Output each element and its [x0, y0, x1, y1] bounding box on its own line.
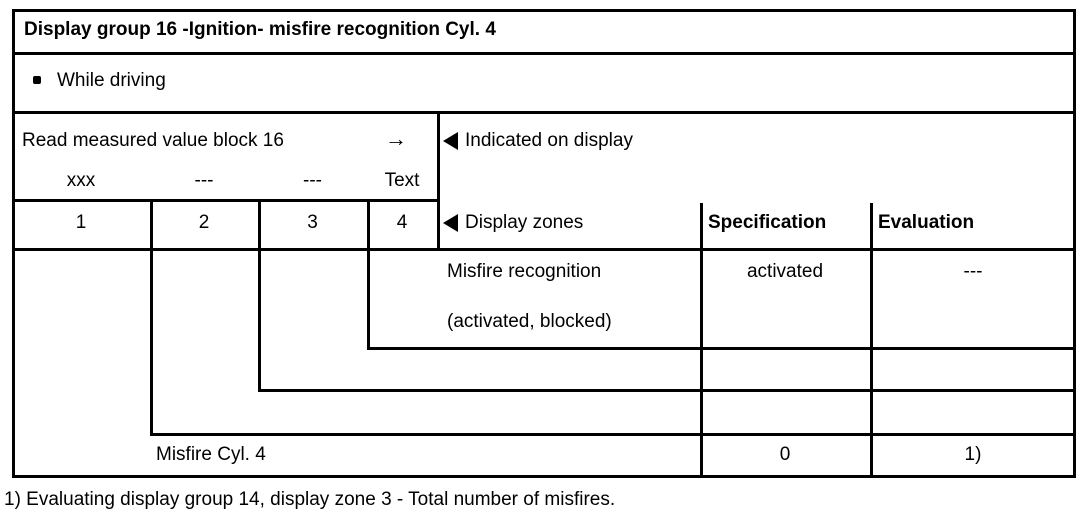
zone1-description: Misfire Cyl. 4	[156, 444, 266, 465]
triangle-left-icon	[443, 214, 458, 232]
zone-number-4: 4	[396, 212, 408, 233]
read-value-3: ---	[303, 170, 322, 191]
zone4-description-line1: Misfire recognition	[447, 261, 602, 282]
rule-below-zone-numbers	[12, 248, 1076, 251]
rule-below-read-block	[12, 199, 440, 202]
divider-evaluation-col	[870, 203, 873, 478]
rule-below-title	[12, 52, 1076, 55]
rule-zone2-step	[150, 433, 1076, 436]
zone-number-2: 2	[198, 212, 210, 233]
read-block-label: Read measured value block 16	[22, 130, 284, 151]
zone4-specification-value: activated	[746, 261, 824, 282]
bullet-icon	[33, 76, 41, 84]
indicated-on-display-label: Indicated on display	[443, 129, 633, 153]
table-border-left	[12, 9, 15, 478]
read-value-2: ---	[194, 170, 214, 191]
table-border-right	[1073, 9, 1076, 478]
read-value-1: xxx	[66, 170, 96, 191]
divider-left-right-panel	[437, 111, 440, 251]
zone-number-3: 3	[307, 212, 318, 233]
read-value-4: Text	[384, 170, 420, 191]
zone4-description-line2: (activated, blocked)	[447, 311, 612, 332]
divider-specification-col	[700, 203, 703, 478]
rule-zone3-step	[258, 389, 1076, 392]
divider-zone2-3	[258, 199, 261, 392]
divider-zone1-2	[150, 199, 153, 436]
zone1-specification-value: 0	[779, 444, 791, 465]
zone4-evaluation-value: ---	[963, 261, 983, 282]
right-arrow-icon: →	[385, 126, 407, 151]
zone1-evaluation-value: 1)	[964, 444, 982, 465]
display-zones-label: Display zones	[443, 211, 583, 235]
evaluation-header: Evaluation	[878, 212, 975, 233]
page-title: Display group 16 -Ignition- misfire reco…	[24, 19, 496, 40]
display-zones-text: Display zones	[465, 212, 584, 233]
table-border-top	[12, 9, 1076, 12]
specification-header: Specification	[708, 212, 827, 233]
triangle-left-icon	[443, 132, 458, 150]
condition-text: While driving	[57, 70, 166, 91]
table-border-bottom	[12, 475, 1076, 478]
rule-zone4-step	[367, 347, 1076, 350]
indicated-on-display-text: Indicated on display	[465, 130, 633, 151]
zone-number-1: 1	[75, 212, 87, 233]
divider-zone3-4	[367, 199, 370, 350]
footnote: 1) Evaluating display group 14, display …	[4, 489, 616, 510]
rule-below-condition	[12, 111, 1076, 114]
